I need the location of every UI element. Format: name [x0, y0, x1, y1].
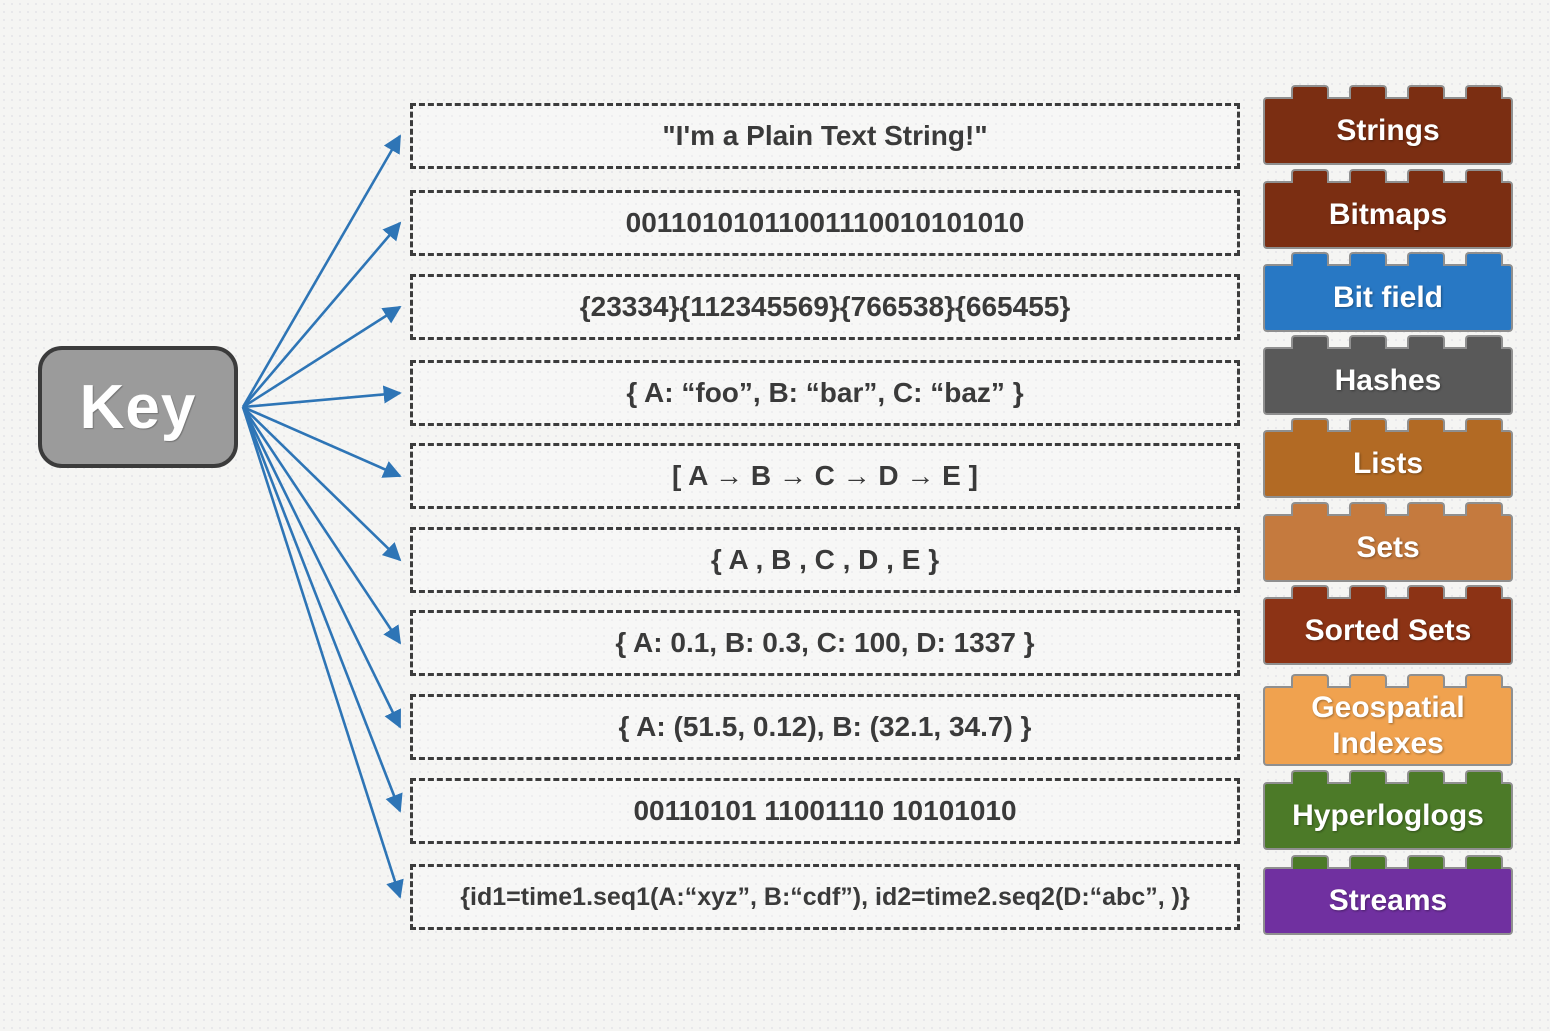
brick-stud	[1349, 502, 1387, 516]
brick-geospatial-indexes: Geospatial Indexes	[1263, 674, 1513, 766]
value-text: "I'm a Plain Text String!"	[662, 120, 988, 151]
brick-stud	[1349, 335, 1387, 349]
arrow-to-row-6	[242, 406, 402, 562]
value-text: [ A → B → C → D → E ]	[672, 460, 978, 491]
arrow-to-row-3	[242, 305, 402, 409]
arrow-to-row-1	[241, 134, 402, 408]
brick-label: Streams	[1328, 884, 1448, 917]
brick-label: Hashes	[1334, 364, 1442, 397]
brick-label: Sorted Sets	[1304, 614, 1472, 647]
value-box-row-5: [ A → B → C → D → E ]	[410, 443, 1240, 509]
brick-hyperloglogs: Hyperloglogs	[1263, 770, 1513, 850]
value-text: { A: 0.1, B: 0.3, C: 100, D: 1337 }	[615, 627, 1035, 658]
brick-stud	[1465, 855, 1503, 869]
brick-label: Bit field	[1333, 281, 1443, 314]
brick-stud	[1465, 674, 1503, 688]
brick-lists: Lists	[1263, 418, 1513, 498]
brick-stud	[1407, 169, 1445, 183]
brick-stud	[1465, 418, 1503, 432]
brick-stud	[1291, 674, 1329, 688]
brick-label: Geospatial Indexes	[1311, 691, 1465, 760]
brick-sorted-sets: Sorted Sets	[1263, 585, 1513, 665]
key-node: Key	[38, 346, 238, 468]
brick-streams: Streams	[1263, 855, 1513, 935]
brick-stud	[1291, 335, 1329, 349]
brick-stud	[1349, 252, 1387, 266]
brick-stud	[1407, 855, 1445, 869]
brick-stud	[1465, 770, 1503, 784]
brick-stud	[1407, 85, 1445, 99]
value-text: { A: (51.5, 0.12), B: (32.1, 34.7) }	[618, 711, 1032, 742]
arrow-to-row-7	[241, 406, 402, 645]
brick-sets: Sets	[1263, 502, 1513, 582]
brick-stud	[1465, 335, 1503, 349]
brick-stud	[1465, 502, 1503, 516]
brick-stud	[1349, 585, 1387, 599]
brick-label: Hyperloglogs	[1292, 799, 1484, 832]
brick-stud	[1407, 770, 1445, 784]
brick-stud	[1407, 585, 1445, 599]
value-text: 00110101 11001110 10101010	[633, 795, 1017, 826]
value-box-row-10: {id1=time1.seq1(A:“xyz”, B:“cdf”), id2=t…	[410, 864, 1240, 930]
arrow-to-row-4	[242, 385, 402, 409]
brick-label: Lists	[1352, 447, 1424, 480]
arrow-to-row-9	[241, 406, 403, 813]
brick-stud	[1349, 855, 1387, 869]
brick-label: Sets	[1356, 531, 1420, 564]
value-box-row-2: 00110101011001110010101010	[410, 190, 1240, 256]
value-box-row-4: { A: “foo”, B: “bar”, C: “baz” }	[410, 360, 1240, 426]
brick-stud	[1291, 252, 1329, 266]
value-box-row-3: {23334}{112345569}{766538}{665455}	[410, 274, 1240, 340]
brick-bitmaps: Bitmaps	[1263, 169, 1513, 249]
brick-stud	[1465, 252, 1503, 266]
value-box-row-6: { A , B , C , D , E }	[410, 527, 1240, 593]
brick-stud	[1291, 855, 1329, 869]
brick-stud	[1291, 418, 1329, 432]
value-text: { A: “foo”, B: “bar”, C: “baz” }	[626, 377, 1024, 408]
value-box-row-7: { A: 0.1, B: 0.3, C: 100, D: 1337 }	[410, 610, 1240, 676]
value-box-row-8: { A: (51.5, 0.12), B: (32.1, 34.7) }	[410, 694, 1240, 760]
brick-label: Strings	[1336, 114, 1440, 147]
brick-stud	[1291, 502, 1329, 516]
key-label: Key	[79, 372, 197, 442]
brick-stud	[1407, 674, 1445, 688]
brick-stud	[1407, 418, 1445, 432]
value-text: { A , B , C , D , E }	[710, 544, 940, 575]
brick-stud	[1407, 502, 1445, 516]
brick-stud	[1349, 85, 1387, 99]
arrow-to-row-5	[242, 405, 402, 478]
value-text: 00110101011001110010101010	[625, 207, 1025, 238]
brick-stud	[1291, 585, 1329, 599]
brick-bit-field: Bit field	[1263, 252, 1513, 332]
brick-stud	[1349, 770, 1387, 784]
brick-stud	[1349, 169, 1387, 183]
value-text: {id1=time1.seq1(A:“xyz”, B:“cdf”), id2=t…	[460, 882, 1190, 911]
brick-stud	[1291, 85, 1329, 99]
brick-stud	[1291, 169, 1329, 183]
brick-stud	[1291, 770, 1329, 784]
brick-stud	[1407, 252, 1445, 266]
brick-stud	[1465, 585, 1503, 599]
value-box-row-1: "I'm a Plain Text String!"	[410, 103, 1240, 169]
arrow-to-row-10	[241, 406, 404, 899]
brick-stud	[1407, 335, 1445, 349]
arrow-to-row-2	[242, 221, 402, 408]
brick-stud	[1349, 674, 1387, 688]
brick-stud	[1349, 418, 1387, 432]
brick-strings: Strings	[1263, 85, 1513, 165]
value-box-row-9: 00110101 11001110 10101010	[410, 778, 1240, 844]
value-text: {23334}{112345569}{766538}{665455}	[579, 291, 1071, 322]
brick-label: Bitmaps	[1328, 198, 1448, 231]
arrow-to-row-8	[241, 406, 402, 729]
brick-hashes: Hashes	[1263, 335, 1513, 415]
brick-stud	[1465, 85, 1503, 99]
brick-stud	[1465, 169, 1503, 183]
